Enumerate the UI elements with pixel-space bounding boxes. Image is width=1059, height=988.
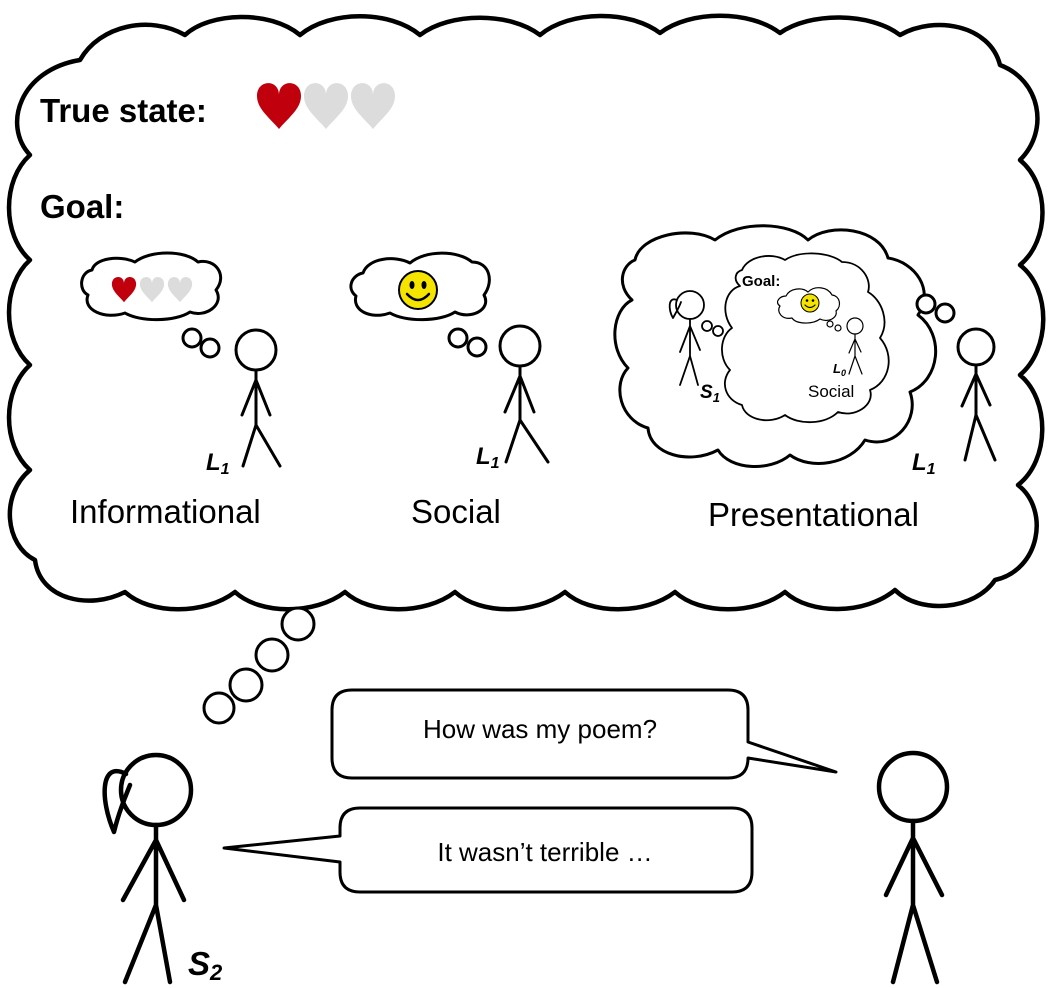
informational-label: Informational	[70, 493, 261, 530]
listener-label-informational: L1	[206, 449, 230, 478]
listener-label-l0: L0	[833, 361, 846, 378]
true-state-label: True state:	[40, 92, 207, 129]
smiley-icon-small	[800, 293, 820, 313]
stick-figure-s2	[102, 752, 194, 985]
inner-social-label: Social	[808, 382, 854, 401]
stick-figure-listener	[876, 750, 950, 985]
inner-thought-bubble	[721, 252, 890, 424]
question-text: How was my poem?	[423, 714, 657, 744]
answer-speech-bubble: It wasn’t terrible …	[222, 806, 754, 894]
presentational-panel: S1 Goal: L0 Social L1 Presentational	[613, 224, 997, 533]
stick-figure-l1-informational	[234, 328, 282, 468]
inner-goal-label: Goal:	[742, 273, 780, 290]
social-label: Social	[411, 493, 501, 530]
answer-text: It wasn’t terrible …	[437, 837, 652, 867]
stick-figure-l1-social	[498, 324, 550, 464]
informational-panel: L1 Informational	[70, 251, 282, 530]
smiley-face	[398, 270, 438, 310]
smiley-icon	[398, 270, 438, 310]
listener-label-social: L1	[476, 443, 500, 472]
speaker-label-s1: S1	[700, 382, 720, 405]
question-speech-bubble: How was my poem?	[330, 688, 838, 780]
stick-figure-s1	[668, 290, 705, 386]
speaker-label-s2: S2	[188, 945, 223, 985]
goal-label: Goal:	[40, 188, 124, 225]
thought-trail	[202, 606, 316, 725]
smiley-face	[800, 293, 820, 313]
social-panel: L1 Social	[349, 251, 550, 530]
presentational-label: Presentational	[708, 496, 919, 533]
stick-figure-l1-presentational	[956, 327, 997, 462]
stick-figure-l0	[846, 317, 864, 375]
main-thought-bubble	[6, 13, 1046, 612]
listener-label-presentational: L1	[912, 449, 936, 478]
